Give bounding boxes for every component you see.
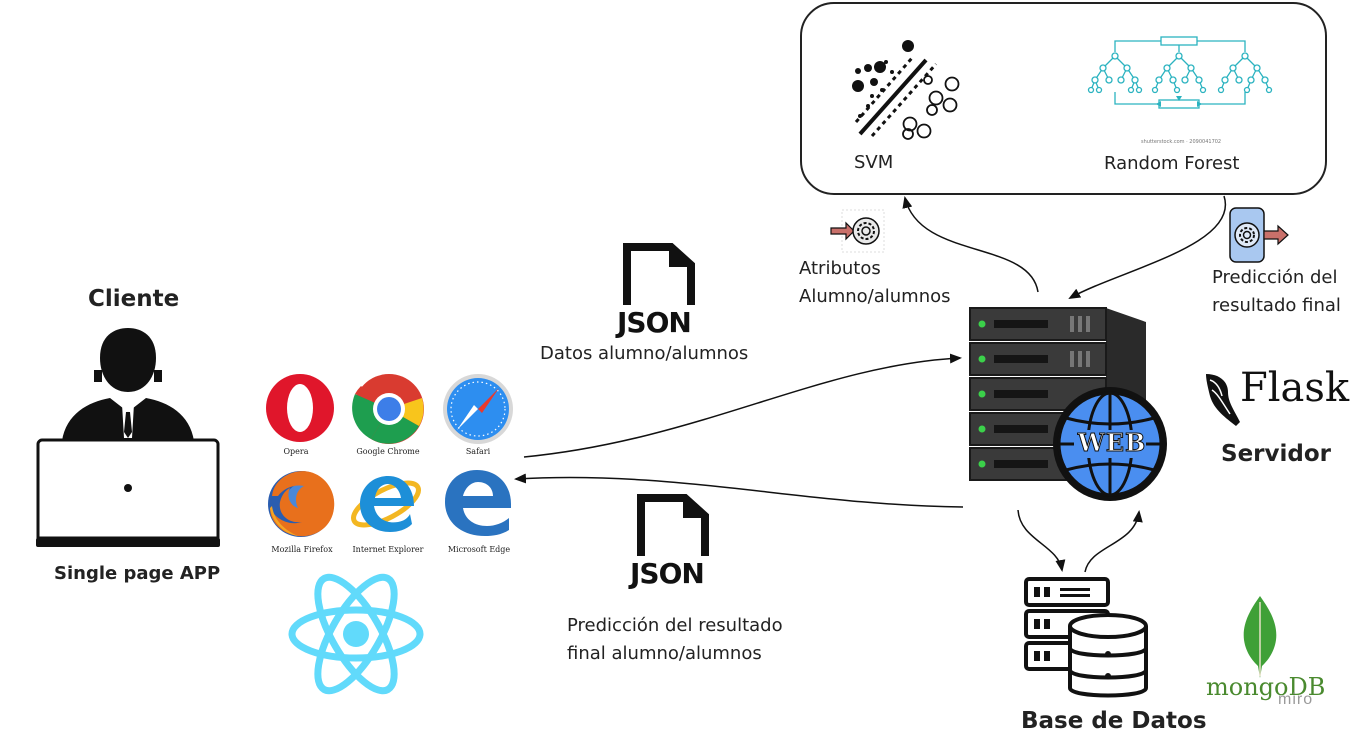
mongodb-label: mongoDB	[1206, 673, 1326, 701]
client-title: Cliente	[88, 286, 180, 312]
attributes-arrow	[902, 196, 1039, 293]
ml-models-box	[800, 2, 1327, 195]
json-request-badge: JSON	[617, 306, 692, 339]
request-arrow	[523, 353, 962, 458]
svm-icon	[852, 40, 960, 140]
prediction-label-line2: resultado final	[1212, 295, 1341, 316]
prediction-gear-icon	[1229, 207, 1289, 263]
svm-label: SVM	[854, 152, 894, 173]
random-forest-label: Random Forest	[1104, 153, 1240, 174]
response-arrow	[514, 473, 964, 508]
firefox-icon	[268, 471, 335, 537]
json-response-label-line2: final alumno/alumnos	[567, 643, 762, 664]
opera-label: Opera	[283, 447, 309, 456]
prediction-arrow	[1068, 195, 1227, 299]
internet-explorer-label: Internet Explorer	[352, 545, 424, 554]
web-server-icon	[969, 307, 1167, 501]
db-read-arrow	[1084, 510, 1143, 573]
miro-watermark: miro	[1278, 691, 1314, 708]
firefox-label: Mozilla Firefox	[271, 545, 333, 554]
safari-icon	[443, 374, 513, 444]
internet-explorer-icon	[351, 476, 421, 532]
prediction-label-line1: Predicción del	[1212, 267, 1338, 288]
attributes-label-line2: Alumno/alumnos	[799, 286, 951, 307]
attributes-gear-icon	[830, 209, 885, 253]
web-badge: WEB	[1077, 428, 1147, 458]
mongodb-leaf-icon	[1243, 596, 1277, 678]
safari-label: Safari	[465, 447, 491, 456]
flask-label: Flask	[1240, 365, 1350, 411]
json-request-label: Datos alumno/alumnos	[540, 343, 749, 364]
flask-horn-icon	[1206, 374, 1240, 426]
react-logo-icon	[288, 573, 424, 695]
json-response-label-line1: Predicción del resultado	[567, 615, 783, 636]
client-subtitle: Single page APP	[54, 563, 221, 584]
chrome-icon	[352, 374, 424, 444]
database-title: Base de Datos	[1021, 708, 1207, 734]
database-icon	[1024, 577, 1148, 698]
attributes-label-line1: Atributos	[799, 258, 881, 279]
edge-icon	[445, 470, 511, 536]
edge-label: Microsoft Edge	[447, 545, 511, 554]
json-file-icon	[623, 243, 695, 305]
random-forest-watermark: shutterstock.com · 2090041702	[1141, 139, 1222, 145]
json-file-icon	[637, 494, 709, 556]
user-laptop-icon	[36, 328, 220, 547]
json-response-badge: JSON	[630, 557, 705, 590]
random-forest-icon	[1087, 36, 1273, 109]
opera-icon	[266, 374, 334, 442]
chrome-label: Google Chrome	[356, 447, 420, 456]
server-title: Servidor	[1221, 441, 1331, 467]
db-write-arrow	[1017, 509, 1066, 572]
